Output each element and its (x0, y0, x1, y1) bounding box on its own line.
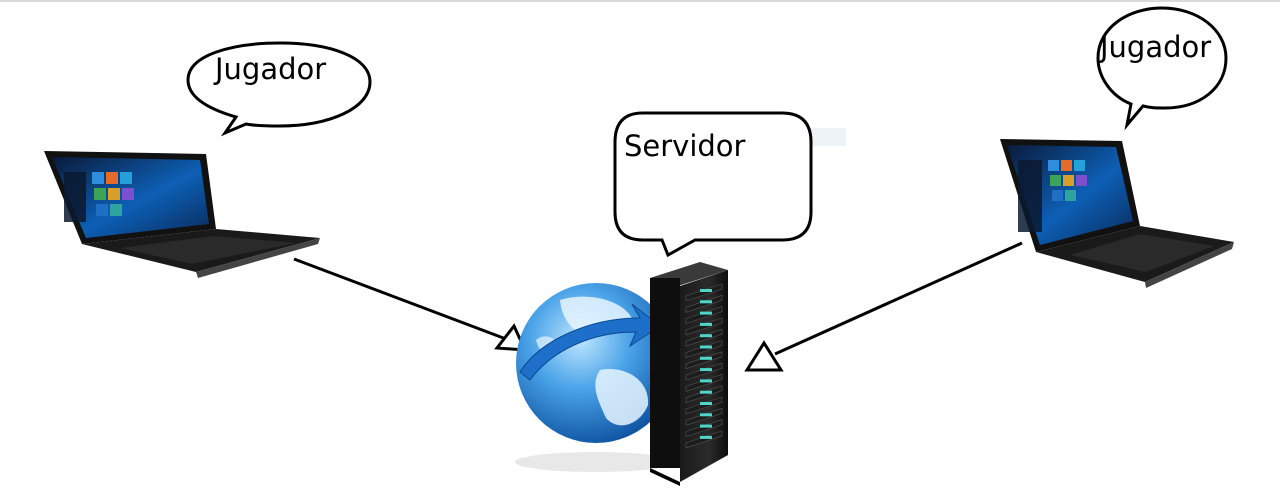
drive-bay (685, 407, 723, 426)
drive-led (700, 334, 712, 338)
server-rack-icon (650, 262, 728, 486)
speech-bubble-right: Jugador (1096, 6, 1228, 131)
drive-led (700, 424, 712, 428)
server-label: Servidor (624, 129, 746, 163)
laptop-left-icon (44, 151, 320, 278)
laptop-right-icon (1000, 139, 1234, 288)
drive-bay (685, 430, 723, 449)
connection-right (744, 241, 1023, 372)
drive-bay (685, 385, 723, 404)
drive-bay (685, 351, 723, 370)
arrowhead-triangle-icon (494, 323, 528, 352)
arrowhead-triangle-icon (744, 340, 784, 372)
player-label-right: Jugador (1098, 30, 1211, 64)
drive-bay (685, 306, 723, 325)
drive-bay (685, 419, 723, 438)
drive-led (700, 368, 712, 372)
drive-led (700, 289, 712, 292)
drive-led (700, 390, 712, 394)
player-label-left: Jugador (213, 52, 326, 86)
drive-bay (685, 294, 723, 313)
drive-bay (685, 317, 723, 336)
connection-left (293, 257, 528, 352)
top-border (0, 0, 1280, 2)
drive-led (700, 356, 712, 360)
drive-bay (685, 283, 723, 302)
drive-bay (685, 373, 723, 392)
drive-bay (685, 328, 723, 347)
drive-led (700, 413, 712, 417)
globe-icon (515, 283, 676, 472)
speech-bubble-server: Servidor (613, 111, 846, 258)
drive-led (700, 311, 712, 315)
drive-bay (685, 340, 723, 358)
drive-led (700, 402, 712, 405)
drive-bay (685, 362, 723, 381)
drive-led (700, 300, 712, 304)
drive-bay (685, 396, 723, 415)
drive-led (700, 322, 712, 326)
drive-led (700, 345, 712, 349)
drive-led (700, 379, 712, 383)
speech-bubble-left: Jugador (186, 41, 372, 137)
drive-led (700, 435, 712, 439)
